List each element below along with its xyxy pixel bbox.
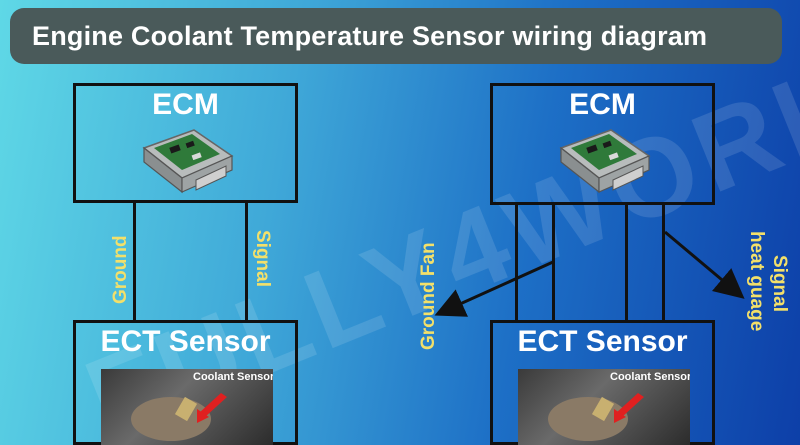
photo-caption: Coolant Sensor [193, 371, 273, 383]
right-ecm-box: ECM [490, 83, 715, 205]
left-ect-sensor-label: ECT Sensor [100, 325, 271, 358]
heat-gauge-label: heat guage [746, 231, 767, 332]
left-signal-wire [245, 203, 248, 320]
right-wire-1 [515, 205, 518, 320]
left-ect-sensor-box: ECT Sensor Coolant Sensor [73, 320, 298, 445]
right-wire-3 [625, 205, 628, 320]
ground-fan-arrow [434, 260, 554, 317]
sensor-illustration [131, 393, 227, 441]
ground-fan-label: Ground Fan [418, 242, 439, 350]
right-ect-sensor-label: ECT Sensor [517, 325, 688, 358]
sensor-illustration [548, 393, 644, 441]
title-bar: Engine Coolant Temperature Sensor wiring… [10, 8, 782, 64]
left-ecm-box: ECM [73, 83, 298, 203]
left-ground-wire [133, 203, 136, 320]
coolant-sensor-photo: Coolant Sensor [518, 369, 690, 445]
ecm-module-image [142, 129, 234, 194]
right-ect-sensor-box: ECT Sensor Coolant Sensor [490, 320, 715, 445]
left-ecm-label: ECM [152, 88, 219, 121]
coolant-sensor-photo: Coolant Sensor [101, 369, 273, 445]
signal-label: Signal [769, 255, 790, 313]
page-title: Engine Coolant Temperature Sensor wiring… [32, 20, 708, 51]
right-ecm-label: ECM [569, 88, 636, 121]
ecm-module-image [559, 129, 651, 194]
photo-caption: Coolant Sensor [610, 371, 690, 383]
right-wire-4 [662, 205, 665, 320]
signal-heat-gauge-arrow [664, 230, 745, 299]
right-wire-2 [552, 205, 555, 320]
